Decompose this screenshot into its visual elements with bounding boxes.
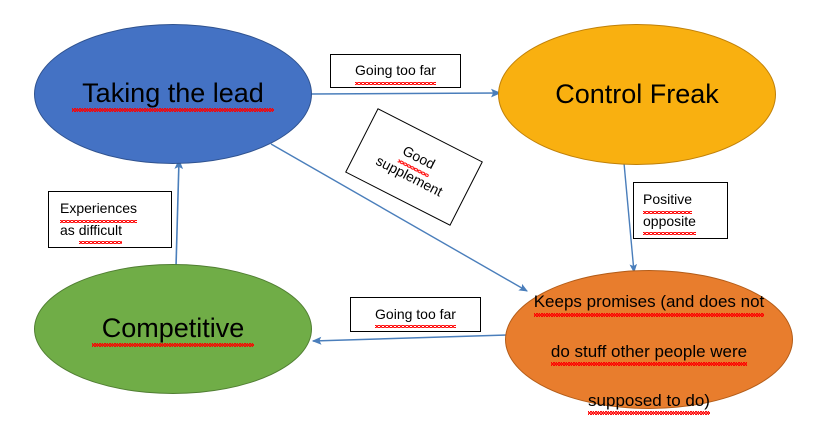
edge-label-word: difficult (78, 220, 123, 244)
connector-control-freak-to-keeps-promises (623, 162, 638, 274)
edge-label-line: Experiences (60, 198, 138, 223)
connector-competitive-to-lead (174, 158, 184, 268)
edge-label-going-too-far-top[interactable]: Going too far (330, 54, 461, 88)
node-control-freak[interactable]: Control Freak (498, 24, 776, 165)
edge-label-text: Going too far (375, 304, 456, 328)
node-taking-the-lead[interactable]: Taking the lead (34, 24, 312, 164)
edge-label-experiences-as-difficult[interactable]: Experiences as difficult (48, 191, 172, 248)
connector-keeps-promises-to-competitive (311, 334, 508, 345)
edge-label-positive-opposite[interactable]: Positive opposite (633, 182, 728, 239)
node-keeps-promises[interactable]: Keeps promises (and does not do stuff ot… (505, 270, 793, 416)
edge-label-text: Good supplement (372, 132, 456, 202)
connector-lead-to-keeps-promises (270, 143, 528, 292)
node-label: Keeps promises (and does not do stuff ot… (516, 266, 783, 416)
edge-label-going-too-far-bottom[interactable]: Going too far (350, 297, 481, 332)
node-label-line: do stuff other people were (550, 340, 748, 366)
edge-label-text: Going too far (355, 60, 436, 85)
edge-label-line: opposite (643, 211, 696, 235)
node-label-line: Keeps promises (and does not (533, 290, 764, 317)
node-label: Competitive (91, 313, 255, 347)
node-competitive[interactable]: Competitive (34, 264, 312, 394)
node-label-line: supposed to do) (588, 389, 710, 416)
edge-label-line: Positive (643, 189, 693, 214)
node-label: Control Freak (555, 78, 719, 109)
edge-label-line: as difficult (60, 220, 123, 244)
node-label: Taking the lead (72, 78, 274, 112)
connector-lead-to-control-freak (310, 88, 502, 98)
